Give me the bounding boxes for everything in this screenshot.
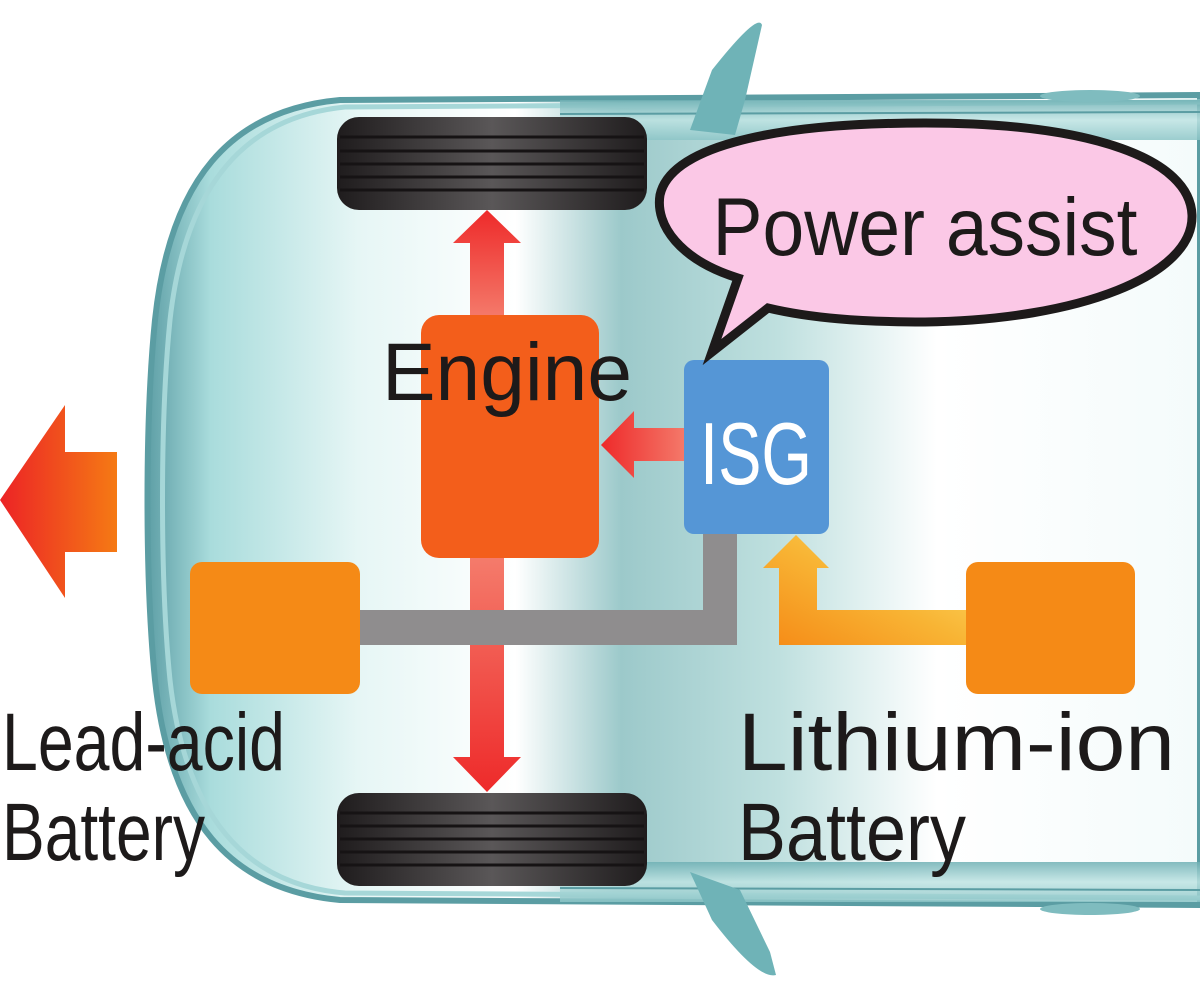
lead-acid-label-line1: Lead-acid xyxy=(2,697,285,788)
rear-tire xyxy=(337,793,647,886)
side-mirror-bottom xyxy=(690,872,776,976)
wiring-lead-acid-to-isg xyxy=(355,532,737,645)
drive-arrow-front xyxy=(453,210,521,320)
assist-arrow-isg-to-engine xyxy=(601,411,685,478)
engine-label: Engine xyxy=(382,327,632,418)
supply-arrow-lithium-to-isg xyxy=(763,535,968,645)
callout-text: Power assist xyxy=(713,182,1138,273)
lead-acid-battery xyxy=(190,562,360,694)
lithium-ion-battery xyxy=(966,562,1135,694)
door-handle-top xyxy=(1040,90,1140,102)
isg-block xyxy=(684,360,829,534)
front-tire xyxy=(337,117,647,210)
lithium-ion-label-line1: Lithium-ion xyxy=(738,697,1175,788)
lithium-ion-label-line2: Battery xyxy=(738,787,966,878)
door-handle-bottom xyxy=(1040,903,1140,915)
side-mirror-top xyxy=(690,22,762,135)
engine-block xyxy=(421,315,599,558)
power-assist-callout: Power assist xyxy=(654,118,1197,366)
forward-direction-arrow xyxy=(0,405,117,598)
lead-acid-label-line2: Battery xyxy=(2,787,205,878)
isg-label: ISG xyxy=(700,404,812,503)
